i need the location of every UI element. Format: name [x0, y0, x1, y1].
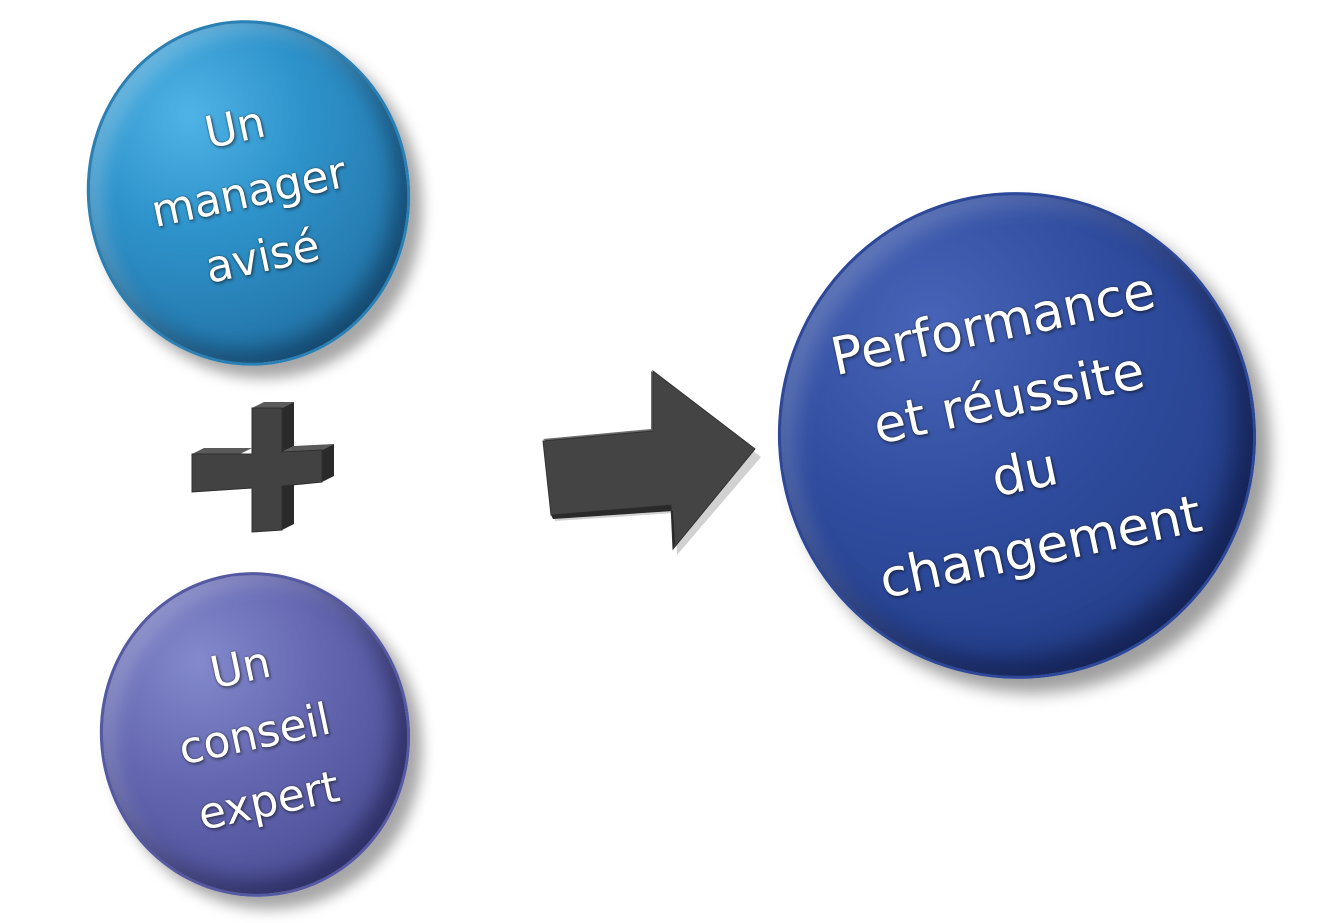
circle-conseil: Un conseil expert: [78, 552, 432, 917]
circle-manager-label: Un manager avisé: [146, 96, 351, 294]
circle-performance: Performance et réussite du changement: [746, 161, 1288, 710]
plus-icon: [191, 402, 334, 533]
circle-performance-label: Performance et réussite du changement: [825, 260, 1208, 611]
circle-manager: Un manager avisé: [64, 0, 433, 387]
arrow-right-icon: [542, 369, 761, 555]
circle-conseil-label: Un conseil expert: [174, 636, 345, 841]
